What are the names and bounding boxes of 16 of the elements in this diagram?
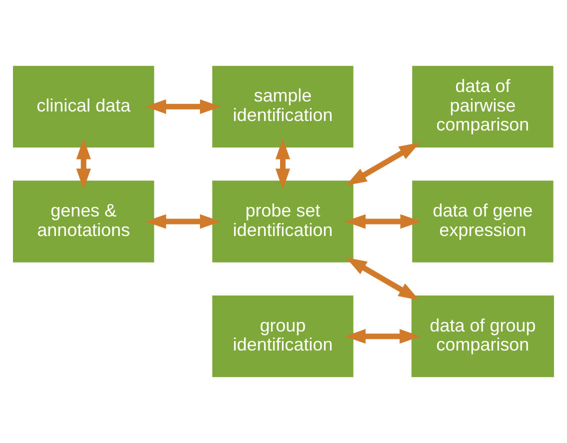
arrow <box>346 257 420 300</box>
arrow <box>145 214 221 229</box>
node-box: probe set identification <box>212 180 354 262</box>
node-box: group identification <box>212 296 354 378</box>
node-box: data of group comparison <box>411 296 554 378</box>
arrow <box>344 214 422 229</box>
arrow <box>145 99 221 114</box>
arrow <box>76 138 91 190</box>
arrow <box>344 329 420 344</box>
arrow <box>346 142 420 186</box>
arrow <box>276 138 290 190</box>
node-box: data of pairwise comparison <box>412 66 554 148</box>
node-box: data of gene expression <box>412 180 554 262</box>
node-box: sample identification <box>212 66 354 148</box>
node-box: genes & annotations <box>13 180 154 262</box>
node-box: clinical data <box>13 66 154 148</box>
